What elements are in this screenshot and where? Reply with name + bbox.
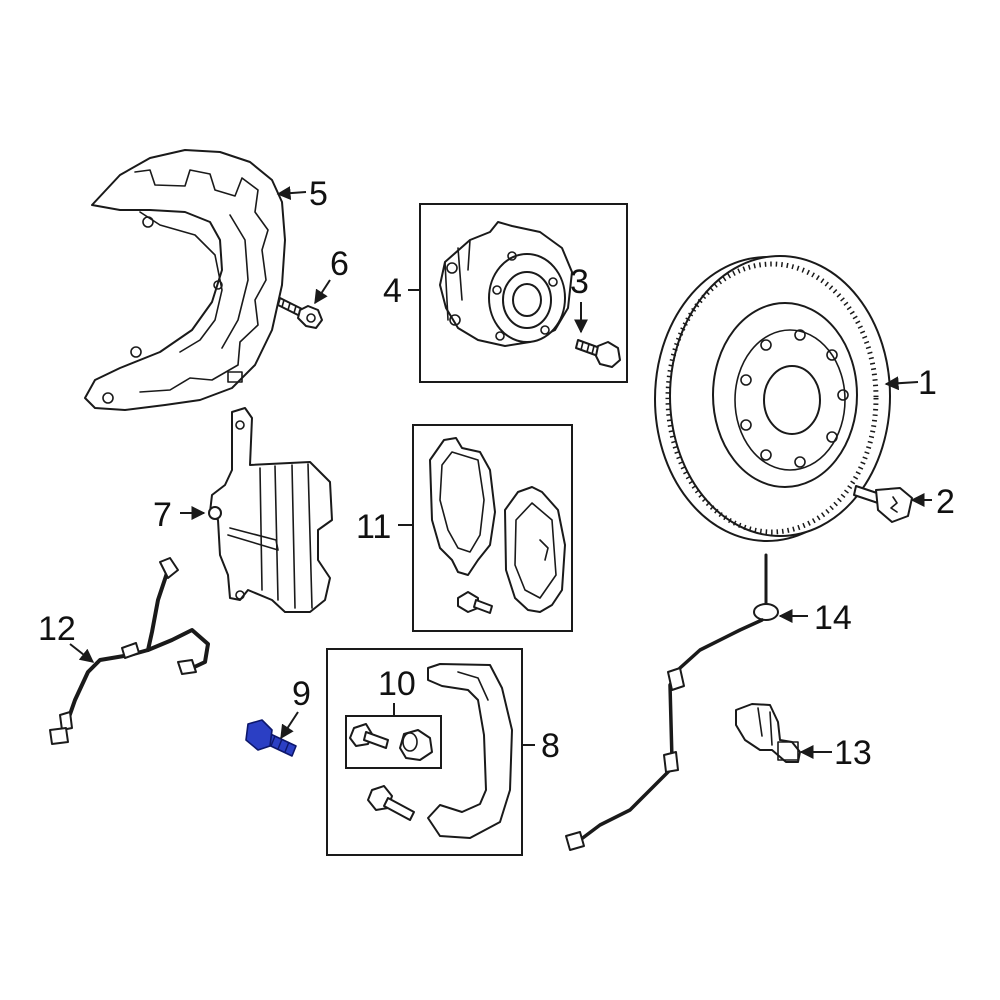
guide-pin-kit-part-10[interactable] — [349, 723, 433, 761]
leader-9 — [280, 711, 299, 740]
brake-hose-part-12[interactable] — [49, 557, 210, 745]
caliper-bolt-part-9[interactable] — [245, 719, 297, 757]
hub-bearing-part-4[interactable] — [439, 221, 573, 347]
hub-bearing-box — [419, 203, 628, 383]
hub-bolt-part-3[interactable] — [575, 339, 621, 368]
callout-3: 3 — [570, 263, 589, 301]
callout-2: 2 — [936, 483, 955, 521]
caliper-bracket-box — [326, 648, 523, 856]
callout-7: 7 — [153, 496, 172, 534]
callout-14: 14 — [814, 599, 852, 637]
callout-13: 13 — [834, 734, 872, 772]
rotor-screw-part-2[interactable] — [853, 485, 913, 523]
callout-8: 8 — [541, 727, 560, 765]
abs-wire-harness-part-14[interactable] — [565, 553, 779, 851]
leader-5 — [276, 186, 307, 201]
callout-11: 11 — [356, 508, 391, 546]
leader-6 — [314, 279, 331, 305]
leader-12 — [69, 643, 95, 663]
callout-9: 9 — [292, 675, 311, 713]
caliper-bracket-part-8[interactable] — [367, 663, 513, 839]
abs-sensor-part-13[interactable] — [735, 703, 801, 763]
brake-rotor-part-1[interactable] — [654, 255, 891, 542]
brake-pads-part-11[interactable] — [429, 437, 566, 614]
callout-4: 4 — [383, 272, 402, 310]
dust-shield-part-5[interactable] — [84, 149, 286, 411]
shield-bolt-part-6[interactable] — [277, 297, 323, 329]
callout-6: 6 — [330, 245, 349, 283]
callout-12: 12 — [38, 610, 76, 648]
leader-1 — [884, 376, 919, 391]
callout-5: 5 — [309, 175, 328, 213]
callout-10: 10 — [378, 665, 416, 703]
brake-caliper-part-7[interactable] — [208, 407, 333, 613]
callout-1: 1 — [918, 364, 937, 402]
brake-pads-box — [412, 424, 573, 632]
